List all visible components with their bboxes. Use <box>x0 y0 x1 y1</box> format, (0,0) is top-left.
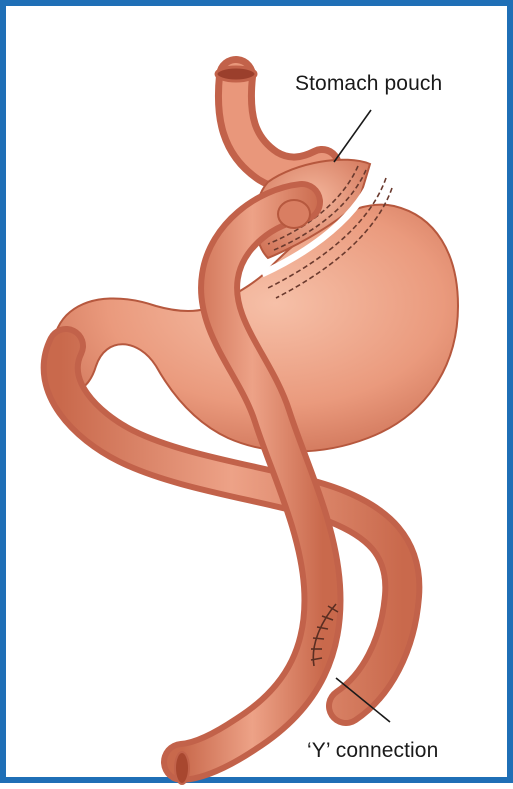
distal-opening <box>175 752 189 784</box>
roux-blind-end <box>278 200 310 228</box>
y-connection-label: ‘Y’ connection <box>307 739 438 763</box>
stomach-pouch-label: Stomach pouch <box>295 72 442 96</box>
gastric-bypass-illustration <box>6 6 513 789</box>
esophagus-opening <box>216 67 256 81</box>
stomach-pouch-leader <box>334 110 371 162</box>
